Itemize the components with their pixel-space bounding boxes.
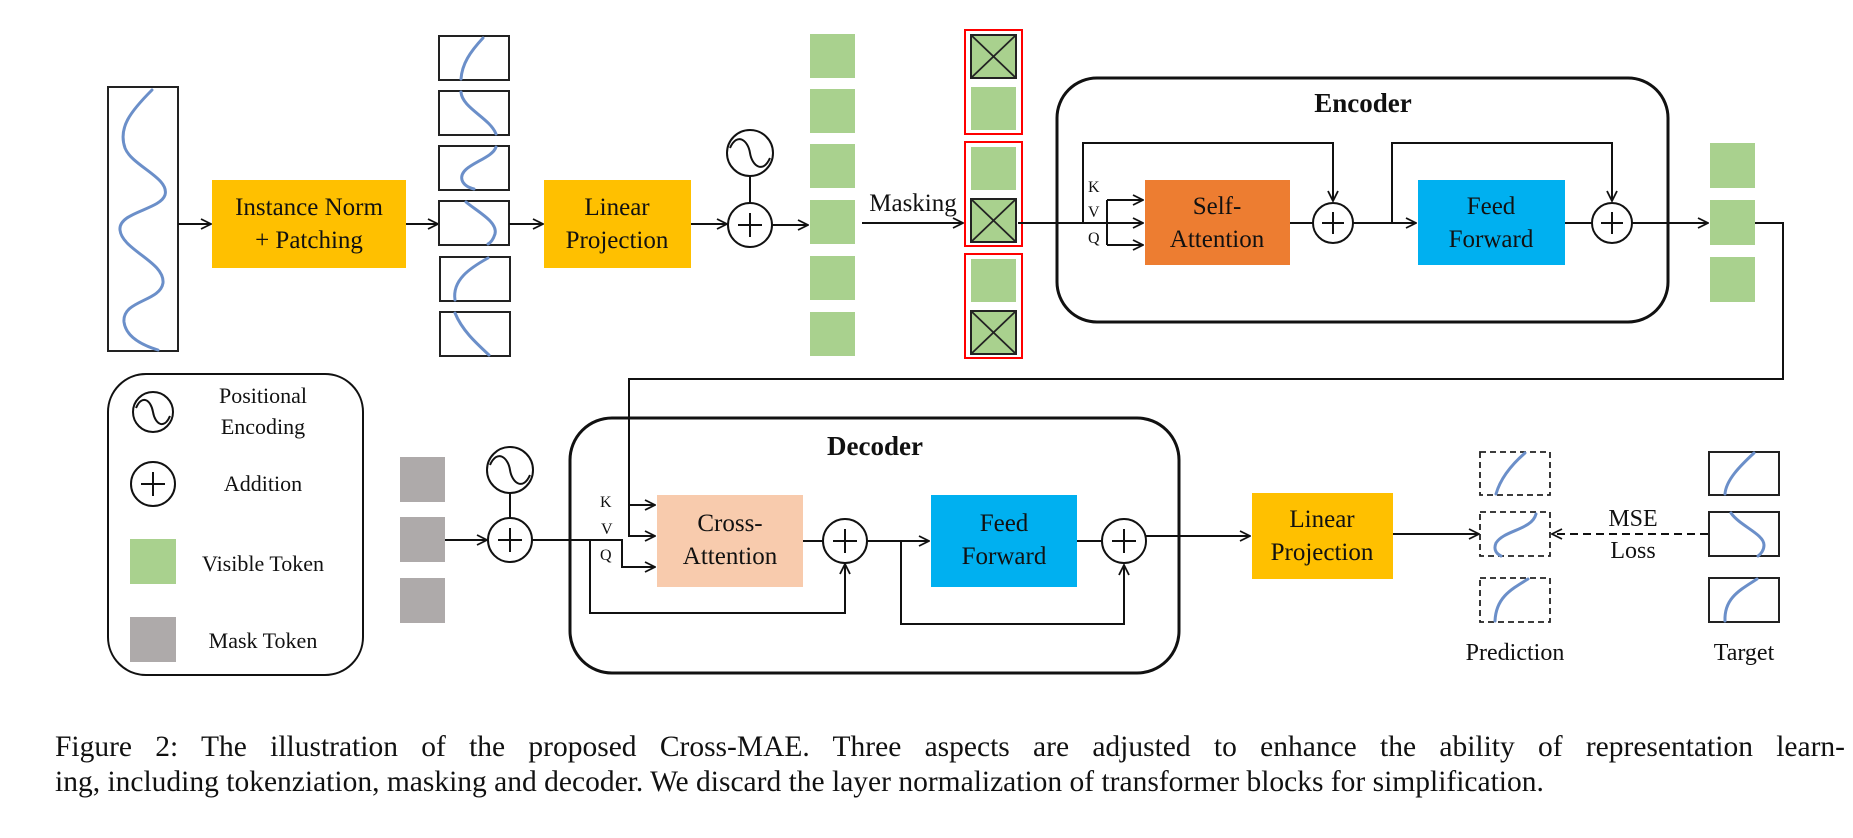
block-label: Feed bbox=[980, 510, 1029, 537]
cross-mae-diagram: Instance Norm + Patching Linear Projecti… bbox=[107, 29, 1784, 676]
block-label: Self- bbox=[1193, 193, 1242, 220]
positional-encoding-icon bbox=[726, 129, 774, 177]
caption-line: ing, including tokenziation, masking and… bbox=[55, 766, 1544, 798]
addition-icon bbox=[130, 461, 176, 507]
visible-token bbox=[810, 312, 855, 356]
visible-token bbox=[810, 256, 855, 300]
mask-group bbox=[964, 141, 1023, 247]
linear-projection-block: Linear Projection bbox=[544, 180, 691, 268]
feed-forward-block: Feed Forward bbox=[931, 495, 1077, 587]
decoder-title: Decoder bbox=[827, 431, 923, 461]
decoder-block: Decoder K V Q Cross- Attention Feed Forw… bbox=[532, 416, 1181, 675]
loss-label: Loss bbox=[1610, 538, 1655, 564]
visible-token bbox=[971, 87, 1016, 130]
block-label: Projection bbox=[1271, 539, 1374, 566]
prediction-patch bbox=[1479, 511, 1551, 557]
block-label: Forward bbox=[962, 543, 1047, 570]
visible-token bbox=[971, 259, 1016, 302]
output-linear-projection-block: Linear Projection bbox=[1252, 493, 1393, 579]
block-label: Instance Norm bbox=[235, 194, 383, 221]
target-patch bbox=[1708, 577, 1780, 623]
mask-token-column bbox=[400, 457, 445, 623]
visible-token bbox=[1710, 257, 1755, 302]
query-label: Q bbox=[600, 547, 612, 564]
legend-label: Addition bbox=[224, 471, 302, 496]
mask-token bbox=[400, 578, 445, 623]
instance-norm-patching-block: Instance Norm + Patching bbox=[212, 180, 406, 268]
visible-token bbox=[810, 34, 855, 78]
input-time-series bbox=[107, 86, 179, 352]
mask-token bbox=[400, 457, 445, 502]
visible-token bbox=[1710, 200, 1755, 245]
block-label: Projection bbox=[566, 227, 669, 254]
key-label: K bbox=[600, 494, 612, 511]
addition-icon bbox=[1101, 518, 1147, 564]
positional-encoding-icon bbox=[486, 446, 534, 494]
value-label: V bbox=[601, 521, 613, 538]
block-label: Forward bbox=[1449, 226, 1534, 253]
masking-label: Masking bbox=[869, 190, 957, 217]
figure-caption: Figure 2: The illustration of the propos… bbox=[55, 730, 1845, 800]
patch bbox=[439, 256, 511, 302]
encoder-output-tokens bbox=[1710, 143, 1755, 302]
patch bbox=[438, 90, 510, 136]
visible-token bbox=[810, 144, 855, 188]
mask-cross-icon bbox=[970, 34, 1017, 79]
prediction-patch bbox=[1479, 577, 1551, 623]
patch bbox=[438, 145, 510, 191]
block-label: Attention bbox=[683, 543, 778, 570]
addition-icon bbox=[727, 202, 773, 248]
target-patch bbox=[1708, 511, 1780, 557]
block-label: Attention bbox=[1170, 226, 1265, 253]
cross-attention-block: Cross- Attention bbox=[657, 495, 803, 587]
legend: Positional Encoding Addition Visible Tok… bbox=[107, 373, 364, 676]
visible-token bbox=[810, 200, 855, 244]
visible-token bbox=[971, 147, 1016, 190]
patch-stack bbox=[438, 35, 511, 357]
mask-group bbox=[964, 253, 1023, 359]
target-patch bbox=[1708, 451, 1780, 496]
addition-icon bbox=[487, 517, 533, 563]
self-attention-block: Self- Attention bbox=[1145, 180, 1290, 265]
addition-icon bbox=[1591, 202, 1633, 244]
visible-token bbox=[810, 89, 855, 133]
addition-icon bbox=[1312, 202, 1354, 244]
block-label: Feed bbox=[1467, 193, 1516, 220]
feed-forward-block: Feed Forward bbox=[1418, 180, 1565, 265]
prediction-label: Prediction bbox=[1466, 640, 1565, 666]
legend-label: Positional bbox=[219, 383, 307, 408]
caption-line: Figure 2: The illustration of the propos… bbox=[55, 731, 1845, 763]
mask-cross-icon bbox=[970, 310, 1017, 355]
prediction-patch bbox=[1479, 451, 1551, 496]
mask-cross-icon bbox=[970, 198, 1017, 243]
patch bbox=[439, 311, 511, 357]
addition-icon bbox=[822, 518, 868, 564]
target-label: Target bbox=[1714, 640, 1775, 666]
mask-token-icon bbox=[130, 617, 176, 662]
block-label: Linear bbox=[584, 194, 650, 221]
masked-token-groups bbox=[964, 29, 1023, 359]
target-patches bbox=[1708, 451, 1780, 623]
patch bbox=[438, 35, 510, 81]
token-column bbox=[810, 34, 855, 356]
legend-label: Mask Token bbox=[209, 628, 318, 653]
block-label: Cross- bbox=[697, 510, 762, 537]
key-label: K bbox=[1088, 179, 1100, 196]
legend-label: Encoding bbox=[221, 414, 305, 439]
query-label: Q bbox=[1088, 230, 1100, 247]
encoder-to-decoder-connector bbox=[628, 222, 1784, 505]
prediction-patches bbox=[1479, 451, 1551, 623]
encoder-block: Encoder K V Q Self- Attention Feed Forwa… bbox=[1055, 76, 1670, 324]
visible-token-icon bbox=[130, 539, 176, 584]
legend-label: Visible Token bbox=[202, 551, 324, 576]
encoder-title: Encoder bbox=[1314, 88, 1412, 118]
mask-token bbox=[400, 517, 445, 562]
value-label: V bbox=[1088, 204, 1100, 221]
block-label: Linear bbox=[1289, 506, 1355, 533]
block-label: + Patching bbox=[255, 227, 363, 254]
mask-group bbox=[964, 29, 1023, 135]
loss-label: MSE bbox=[1608, 506, 1657, 532]
positional-encoding-icon bbox=[132, 391, 174, 433]
visible-token bbox=[1710, 143, 1755, 188]
